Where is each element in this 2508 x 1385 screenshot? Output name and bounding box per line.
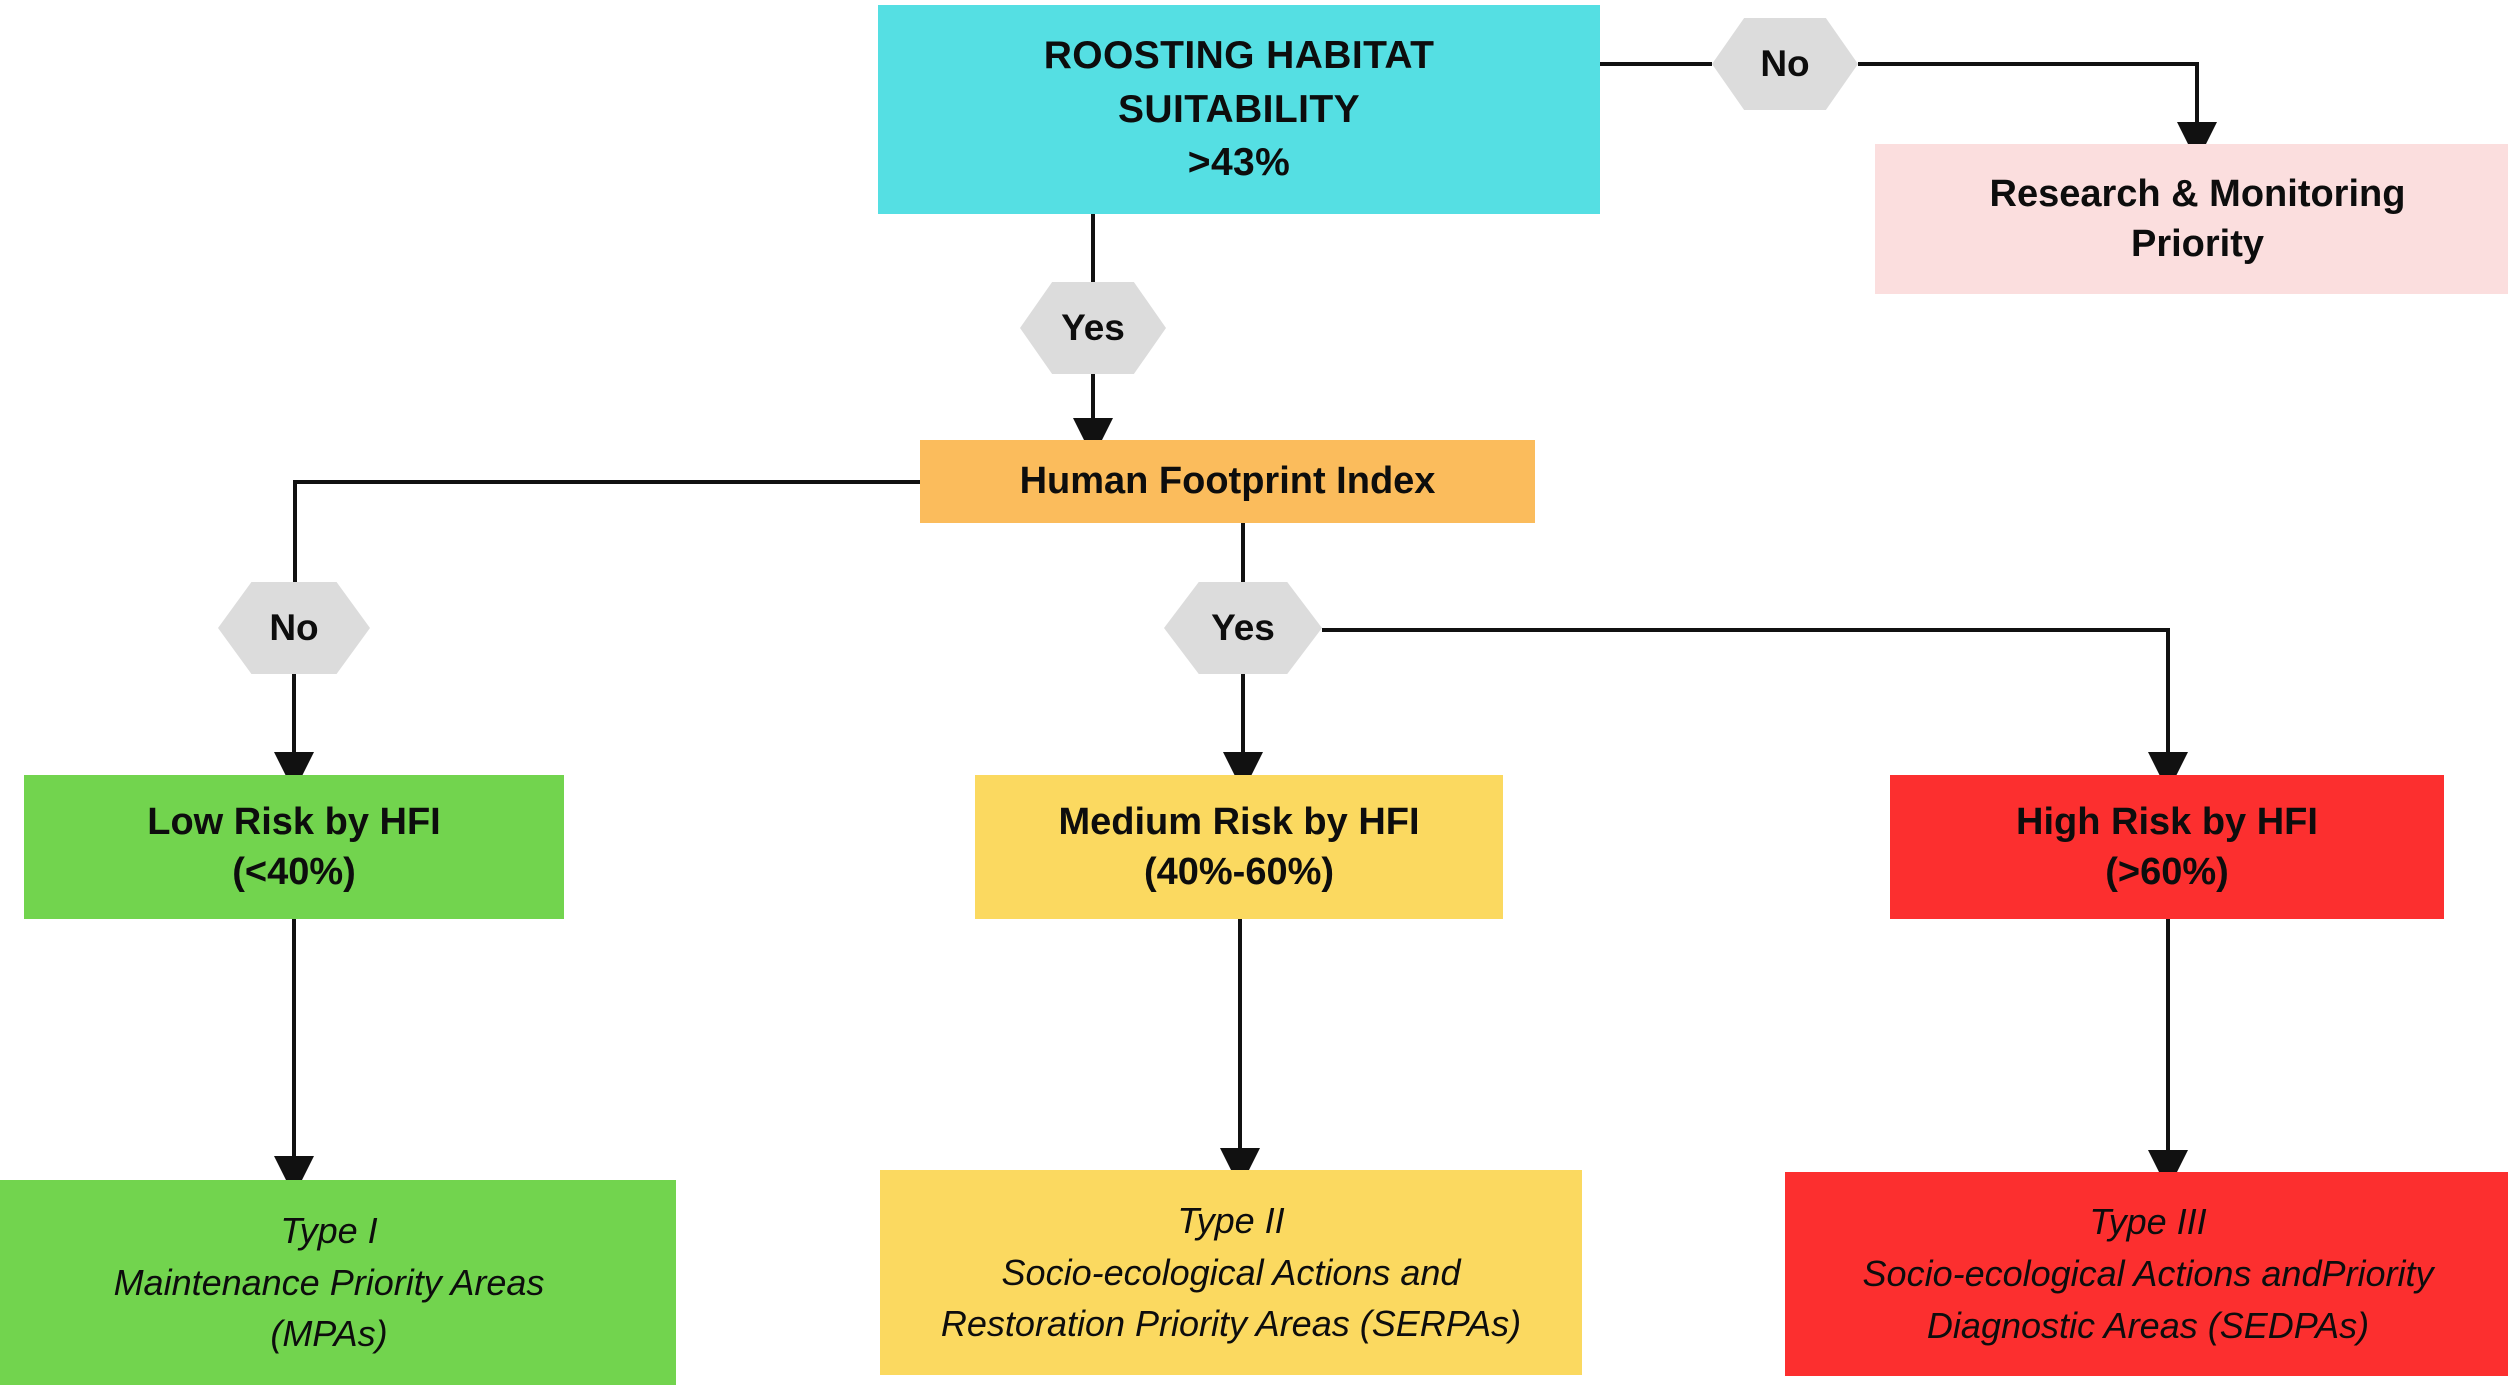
wire-no-to-research	[1858, 62, 2217, 162]
decision-label-text: No	[269, 607, 319, 648]
node-line: Human Footprint Index	[1019, 460, 1436, 503]
node-line: Type I	[280, 1209, 378, 1251]
node-human-footprint-index[interactable]: Human Footprint Index	[920, 440, 1535, 523]
decision-label-no-mid[interactable]: No	[218, 582, 370, 674]
node-line: High Risk by HFI	[2016, 800, 2318, 843]
node-line: Socio-ecological Actions andPriority	[1862, 1253, 2434, 1295]
node-line: Low Risk by HFI	[147, 800, 441, 843]
decision-label-text: No	[1760, 43, 1810, 84]
node-low-risk-by-hfi[interactable]: Low Risk by HFI (<40%)	[24, 775, 564, 919]
node-line: (MPAs)	[270, 1313, 388, 1355]
node-line: Priority	[2130, 223, 2265, 265]
node-roosting-habitat-suitability[interactable]: ROOSTING HABITAT SUITABILITY >43%	[878, 5, 1600, 214]
node-line: Research & Monitoring	[1989, 172, 2406, 215]
node-line: Type III	[2089, 1201, 2207, 1243]
node-type-1-mpas[interactable]: Type I Maintenance Priority Areas (MPAs)	[0, 1180, 676, 1385]
decision-label-yes-top[interactable]: Yes	[1020, 282, 1166, 374]
node-line: Diagnostic Areas (SEDPAs)	[1926, 1304, 2370, 1346]
node-line: Maintenance Priority Areas	[113, 1261, 545, 1303]
wire-yes-to-high-risk	[1322, 628, 2188, 792]
node-medium-risk-by-hfi[interactable]: Medium Risk by HFI (40%-60%)	[975, 775, 1503, 919]
decision-label-no-top[interactable]: No	[1712, 18, 1858, 110]
decision-label-text: Yes	[1061, 307, 1125, 348]
node-high-risk-by-hfi[interactable]: High Risk by HFI (>60%)	[1890, 775, 2444, 919]
node-line: >43%	[1187, 141, 1291, 185]
node-line: Type II	[1177, 1199, 1285, 1241]
wire-hfi-to-no-left	[293, 480, 920, 582]
node-line: (>60%)	[2105, 851, 2229, 893]
node-line: Socio-ecological Actions and	[1001, 1251, 1461, 1293]
node-type-2-serpas[interactable]: Type II Socio-ecological Actions and Res…	[880, 1170, 1582, 1375]
node-type-3-sedpas[interactable]: Type III Socio-ecological Actions andPri…	[1785, 1172, 2508, 1376]
decision-label-text: Yes	[1211, 607, 1275, 648]
node-line: (40%-60%)	[1143, 851, 1335, 893]
node-line: SUITABILITY	[1118, 87, 1360, 131]
node-line: ROOSTING HABITAT	[1043, 34, 1435, 78]
node-line: Medium Risk by HFI	[1058, 800, 1420, 843]
node-research-monitoring-priority[interactable]: Research & Monitoring Priority	[1875, 144, 2508, 294]
node-line: (<40%)	[232, 851, 356, 893]
node-line: Restoration Priority Areas (SERPAs)	[940, 1303, 1522, 1345]
decision-label-yes-mid[interactable]: Yes	[1164, 582, 1322, 674]
